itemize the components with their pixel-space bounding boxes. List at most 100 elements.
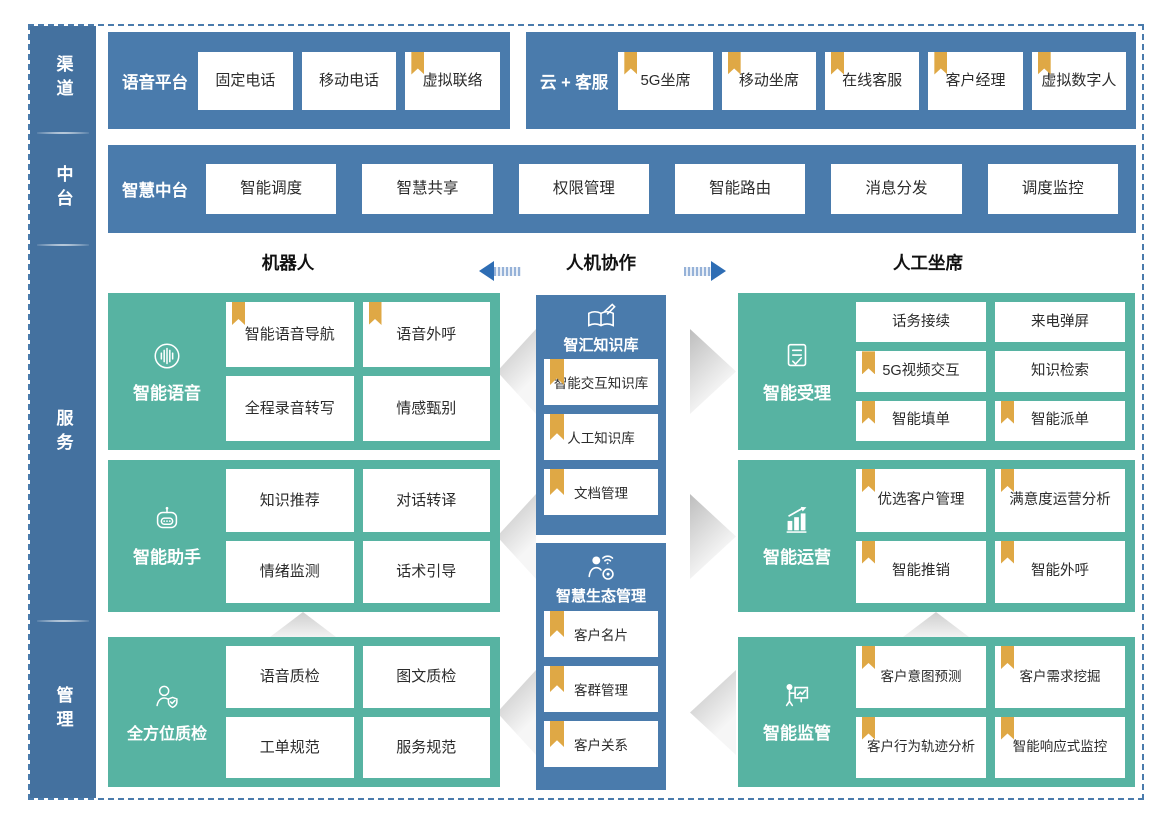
feature-card-label: 客户意图预测: [880, 668, 962, 684]
group-smart-middle-platform: 智慧中台智能调度智慧共享权限管理智能路由消息分发调度监控: [108, 145, 1136, 233]
feature-card-label: 智能外呼: [1031, 563, 1089, 580]
block-cards: 客户意图预测客户需求挖掘客户行为轨迹分析智能响应式监控: [856, 646, 1125, 778]
bookmark-icon: [1001, 469, 1014, 492]
feature-card: 全程录音转写: [226, 376, 354, 441]
feature-card-label: 5G坐席: [640, 71, 691, 89]
feature-card: 工单规范: [226, 716, 354, 778]
sidebar-divider: [37, 132, 89, 134]
block-title: 智慧生态管理: [555, 588, 646, 605]
robot-icon: [151, 504, 183, 536]
bookmark-icon: [1001, 540, 1014, 564]
feature-card: 权限管理: [518, 164, 649, 214]
feature-card-label: 移动电话: [319, 71, 380, 89]
group-cards: 5G坐席移动坐席在线客服客户经理虚拟数字人: [618, 51, 1127, 110]
sidebar-item-middle-platform: 中台: [30, 134, 96, 244]
feature-card-label: 情绪监测: [259, 563, 320, 581]
block-label-zone: 智能受理: [738, 302, 856, 441]
inspector-badge-icon: [151, 681, 183, 713]
arrow-dashed-tail: [494, 266, 521, 276]
feature-card: 客户行为轨迹分析: [856, 716, 986, 778]
feature-card-label: 满意度运营分析: [1009, 491, 1111, 508]
feature-card-label: 智能路由: [709, 180, 772, 198]
feature-card: 虚拟数字人: [1031, 51, 1127, 110]
block-smart-assistant: 智能助手知识推荐对话转译情绪监测话术引导: [108, 460, 500, 612]
feature-card-label: 文档管理: [574, 486, 628, 501]
feature-card: 智能路由: [674, 164, 806, 214]
robot-column-header: 机器人: [261, 253, 315, 273]
feature-card: 智能填单: [856, 400, 986, 441]
sidebar-item-management: 管理: [30, 622, 96, 798]
feature-card-label: 智能交互知识库: [553, 376, 649, 391]
feature-card: 移动电话: [301, 51, 397, 110]
bookmark-icon: [862, 400, 875, 424]
feature-card: 智能语音导航: [226, 302, 354, 367]
feature-card: 语音质检: [226, 646, 354, 708]
book-pen-icon: [584, 303, 618, 333]
block-smart-eco-management: 智慧生态管理客户名片客群管理客户关系: [536, 543, 666, 790]
block-cards: 智能语音导航语音外呼全程录音转写情感甄别: [226, 302, 490, 441]
feature-card: 智慧共享: [362, 164, 493, 214]
block-cards: 优选客户管理满意度运营分析智能推销智能外呼: [856, 469, 1125, 603]
feature-card: 知识推荐: [226, 469, 354, 532]
bookmark-icon: [550, 721, 564, 747]
knowledge-item: 智能交互知识库: [544, 359, 658, 405]
feature-card: 话务接续: [856, 302, 986, 343]
feature-card: 智能响应式监控: [995, 716, 1125, 778]
feature-card: 对话转译: [362, 469, 490, 532]
bookmark-icon: [862, 351, 875, 375]
feature-card-label: 智能响应式监控: [1012, 739, 1108, 755]
feature-card-label: 智能语音导航: [244, 325, 335, 343]
feature-card-label: 客户关系: [574, 738, 628, 753]
block-label-zone: 智能语音: [108, 302, 226, 441]
block-title: 智汇知识库: [563, 337, 639, 354]
feature-card-label: 优选客户管理: [877, 491, 965, 508]
middle-platform-row: 智慧中台智能调度智慧共享权限管理智能路由消息分发调度监控: [108, 145, 1136, 233]
bookmark-icon: [411, 51, 425, 75]
feature-card-label: 在线客服: [842, 71, 903, 89]
feature-card: 移动坐席: [721, 51, 816, 110]
feature-card-label: 固定电话: [215, 71, 276, 89]
collab-arrow-left: [479, 261, 521, 281]
feature-card: 在线客服: [825, 51, 920, 110]
feature-card-label: 调度监控: [1021, 180, 1084, 198]
feature-card-label: 人工知识库: [567, 431, 635, 446]
feature-card-label: 图文质检: [396, 668, 457, 686]
bookmark-icon: [862, 716, 875, 740]
collaboration-header: 人机协作: [566, 253, 636, 273]
feature-card-label: 客户名片: [574, 628, 628, 643]
feature-card: 来电弹屏: [995, 302, 1125, 343]
group-cards: 智能调度智慧共享权限管理智能路由消息分发调度监控: [198, 164, 1126, 214]
feature-card: 图文质检: [362, 646, 490, 708]
sidebar-item-label: 中台: [53, 165, 73, 213]
feature-card: 调度监控: [987, 164, 1118, 214]
bookmark-icon: [624, 51, 638, 75]
bookmark-icon: [831, 51, 844, 75]
feature-card: 5G视频交互: [856, 351, 986, 392]
feature-card-label: 工单规范: [259, 738, 320, 756]
arrow-right-icon: [711, 261, 726, 281]
block-cards: 知识推荐对话转译情绪监测话术引导: [226, 469, 490, 603]
block-label-zone: 智能运营: [738, 469, 856, 603]
feature-card-label: 语音质检: [259, 668, 320, 686]
presentation-board-icon: [781, 680, 813, 712]
group-title: 语音平台: [122, 73, 188, 92]
block-cards: 语音质检图文质检工单规范服务规范: [226, 646, 490, 778]
bookmark-icon: [550, 611, 564, 637]
feature-card: 5G坐席: [618, 51, 713, 110]
feature-card: 客户意图预测: [856, 646, 986, 708]
block-smart-supervision: 智能监管客户意图预测客户需求挖掘客户行为轨迹分析智能响应式监控: [738, 637, 1135, 787]
feature-card-label: 智慧共享: [396, 180, 459, 198]
bookmark-icon: [232, 302, 245, 325]
feature-card-label: 语音外呼: [396, 325, 457, 343]
feature-card: 智能派单: [995, 400, 1125, 441]
block-header: 智慧生态管理: [544, 543, 658, 611]
feature-card: 知识检索: [995, 351, 1125, 392]
bookmark-icon: [1037, 51, 1051, 75]
feature-card-label: 对话转译: [396, 491, 457, 509]
block-omni-quality-inspection: 全方位质检语音质检图文质检工单规范服务规范: [108, 637, 500, 787]
chart-growth-icon: [781, 504, 813, 536]
layer-sidebar: 渠道中台服务管理: [30, 26, 96, 798]
feature-card-label: 全程录音转写: [244, 399, 335, 417]
